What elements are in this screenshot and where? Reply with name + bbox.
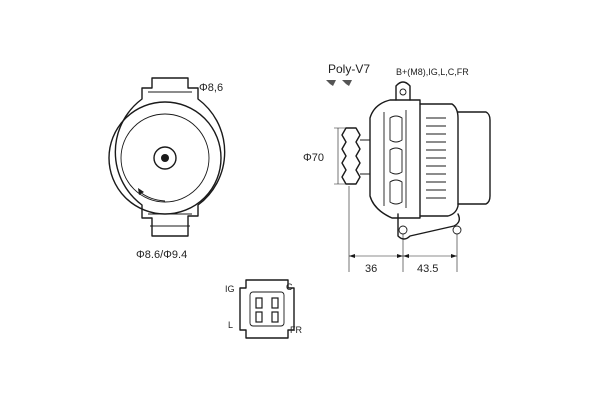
- dimension-right-label: 43.5: [417, 263, 438, 275]
- rotation-arrow-head: [138, 188, 144, 195]
- foot-hole-front: [398, 225, 408, 235]
- bottom-hole-label: Φ8.6/Φ9.4: [136, 249, 187, 261]
- front-inner-ring: [120, 113, 210, 203]
- shaft-center: [161, 154, 169, 162]
- front-view: Φ8,6 Φ8.6/Φ9.4: [108, 77, 226, 261]
- dimension-left-label: 36: [365, 263, 377, 275]
- foot-hole-rear: [452, 225, 462, 235]
- connector-outline: [239, 279, 295, 339]
- pin-label-fr: FR: [290, 325, 302, 335]
- front-housing-outline: [114, 77, 226, 237]
- b-plus-terminal: [395, 81, 411, 101]
- connector-pin-fr: [271, 311, 279, 323]
- side-view: Poly-V7 B+(M8),IG,L,C,FR: [303, 62, 491, 275]
- poly-v-icon: [326, 80, 352, 86]
- top-hole-label: Φ8,6: [199, 82, 223, 94]
- lower-mounting-ear: [148, 213, 192, 227]
- mounting-foot: [397, 213, 461, 240]
- pin-label-ig: IG: [225, 284, 235, 294]
- terminals-label: B+(M8),IG,L,C,FR: [396, 67, 469, 77]
- cooling-fins-front: [389, 110, 407, 208]
- front-outer-ring: [108, 101, 222, 215]
- belt-type-label: Poly-V7: [328, 62, 370, 76]
- connector-view: IG C L FR: [225, 279, 302, 339]
- rear-housing-side: [419, 103, 459, 217]
- connector-inner: [249, 291, 285, 327]
- pulley-diameter-label: Φ70: [303, 152, 324, 164]
- front-housing-side: [369, 99, 421, 219]
- front-hub: [153, 146, 177, 170]
- pin-label-l: L: [228, 320, 233, 330]
- cooling-fins-rear: [426, 117, 446, 199]
- connector-pin-c: [271, 297, 279, 309]
- pulley: [341, 127, 361, 185]
- pin-label-c: C: [286, 282, 293, 292]
- connector-pin-ig: [255, 297, 263, 309]
- connector-pin-l: [255, 311, 263, 323]
- regulator-cover: [457, 111, 491, 205]
